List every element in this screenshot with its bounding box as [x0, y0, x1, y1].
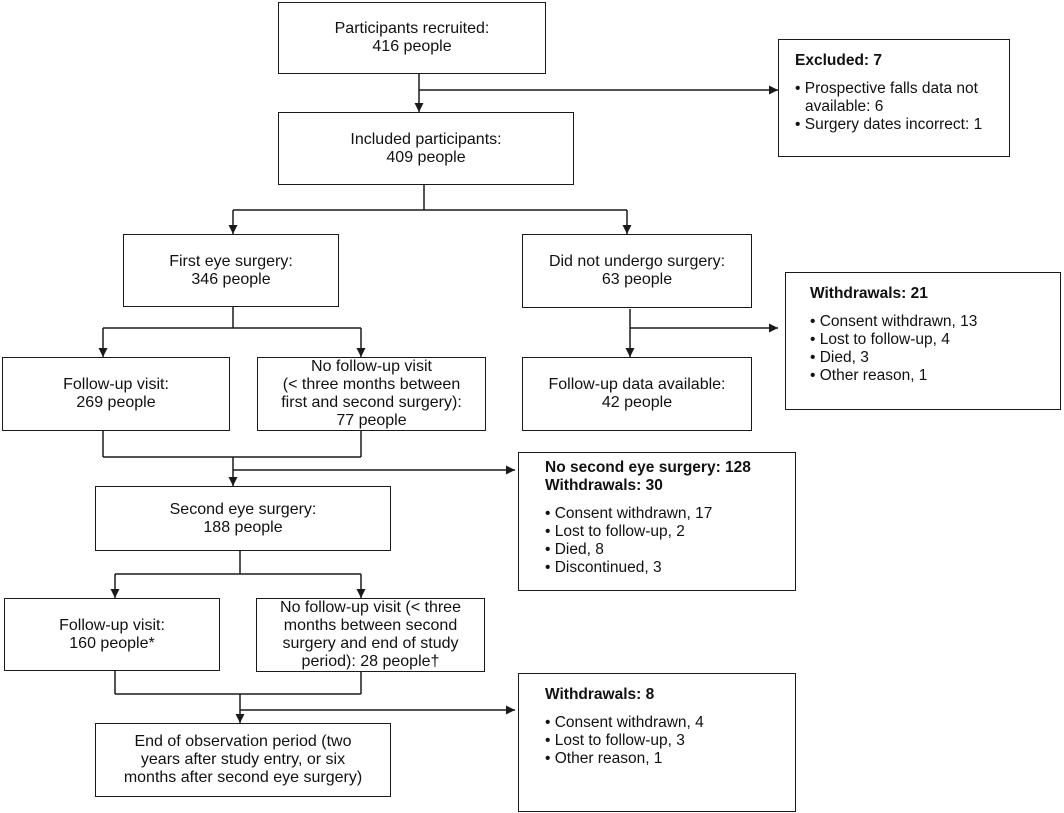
box-title: Excluded: 7 — [795, 52, 882, 69]
node-included-participants: Included participants: 409 people — [278, 112, 574, 185]
node-count: 42 people — [601, 394, 673, 411]
node-label: Participants recruited: — [334, 20, 490, 37]
box-title: Withdrawals: 21 — [810, 285, 928, 302]
list-item: Other reason, 1 — [810, 367, 1046, 385]
list-item: Discontinued, 3 — [545, 559, 781, 577]
withdrawals-30-list: Consent withdrawn, 17 Lost to follow-up,… — [545, 505, 781, 577]
node-count: 63 people — [601, 271, 673, 288]
list-item: Lost to follow-up, 4 — [810, 331, 1046, 349]
node-line: period): 28 people† — [301, 653, 440, 670]
node-line: first and second surgery): — [281, 394, 462, 411]
node-label: Follow-up data available: — [548, 376, 726, 393]
node-label: Follow-up visit: — [63, 376, 169, 393]
box-withdrawals-21: Withdrawals: 21 Consent withdrawn, 13 Lo… — [785, 272, 1061, 410]
node-end-of-observation-period: End of observation period (two years aft… — [95, 723, 391, 797]
excluded-list: Prospective falls data not available: 6 … — [795, 80, 995, 134]
withdrawals-21-list: Consent withdrawn, 13 Lost to follow-up,… — [810, 313, 1046, 385]
node-count: 77 people — [336, 412, 407, 429]
node-line: End of observation period (two — [134, 733, 352, 750]
node-count: 160 people* — [69, 634, 155, 652]
node-line: No follow-up visit — [311, 358, 432, 375]
node-label: First eye surgery: — [169, 252, 293, 270]
list-item: Surgery dates incorrect: 1 — [795, 116, 995, 134]
node-line: (< three months between — [282, 376, 461, 393]
list-item: Consent withdrawn, 17 — [545, 505, 781, 523]
list-item: Consent withdrawn, 13 — [810, 313, 1046, 331]
node-line: months after second eye surgery) — [123, 769, 363, 786]
node-no-follow-up-visit-1: No follow-up visit (< three months betwe… — [257, 357, 486, 431]
node-label: Follow-up visit: — [59, 616, 165, 634]
node-label: Second eye surgery: — [169, 500, 317, 518]
box-title: Withdrawals: 8 — [545, 686, 655, 703]
node-count: 346 people — [191, 270, 271, 288]
list-item: Other reason, 1 — [545, 750, 781, 768]
node-count: 416 people — [372, 38, 452, 55]
box-excluded: Excluded: 7 Prospective falls data not a… — [778, 39, 1010, 157]
node-second-eye-surgery: Second eye surgery: 188 people — [95, 486, 391, 551]
node-line: years after study entry, or six — [140, 751, 346, 768]
list-item: Prospective falls data not available: 6 — [795, 80, 995, 116]
node-label: Did not undergo surgery: — [548, 253, 726, 270]
list-item: Died, 3 — [810, 349, 1046, 367]
list-item: Consent withdrawn, 4 — [545, 714, 781, 732]
node-line: months between second — [283, 617, 458, 634]
node-did-not-undergo-surgery: Did not undergo surgery: 63 people — [522, 234, 752, 308]
list-item: Died, 8 — [545, 541, 781, 559]
withdrawals-8-list: Consent withdrawn, 4 Lost to follow-up, … — [545, 714, 781, 768]
node-follow-up-visit-1: Follow-up visit: 269 people — [2, 357, 230, 431]
box-withdrawals-8: Withdrawals: 8 Consent withdrawn, 4 Lost… — [518, 673, 796, 812]
node-label: Included participants: — [350, 130, 502, 148]
node-follow-up-visit-2: Follow-up visit: 160 people* — [4, 598, 220, 671]
list-item: Lost to follow-up, 3 — [545, 732, 781, 750]
node-no-follow-up-visit-2: No follow-up visit (< three months betwe… — [256, 598, 485, 672]
node-participants-recruited: Participants recruited: 416 people — [278, 2, 546, 74]
list-item: Lost to follow-up, 2 — [545, 523, 781, 541]
box-title: Withdrawals: 30 — [545, 477, 663, 494]
node-count: 188 people — [203, 518, 283, 536]
node-line: surgery and end of study — [282, 635, 459, 652]
node-line: No follow-up visit (< three — [280, 599, 461, 616]
box-title-no-second-surgery: No second eye surgery: 128 — [545, 459, 751, 476]
box-withdrawals-30: No second eye surgery: 128 Withdrawals: … — [518, 452, 796, 591]
node-first-eye-surgery: First eye surgery: 346 people — [123, 234, 339, 307]
node-count: 409 people — [386, 148, 466, 166]
node-count: 269 people — [76, 394, 156, 411]
node-follow-up-data-available: Follow-up data available: 42 people — [522, 357, 752, 431]
